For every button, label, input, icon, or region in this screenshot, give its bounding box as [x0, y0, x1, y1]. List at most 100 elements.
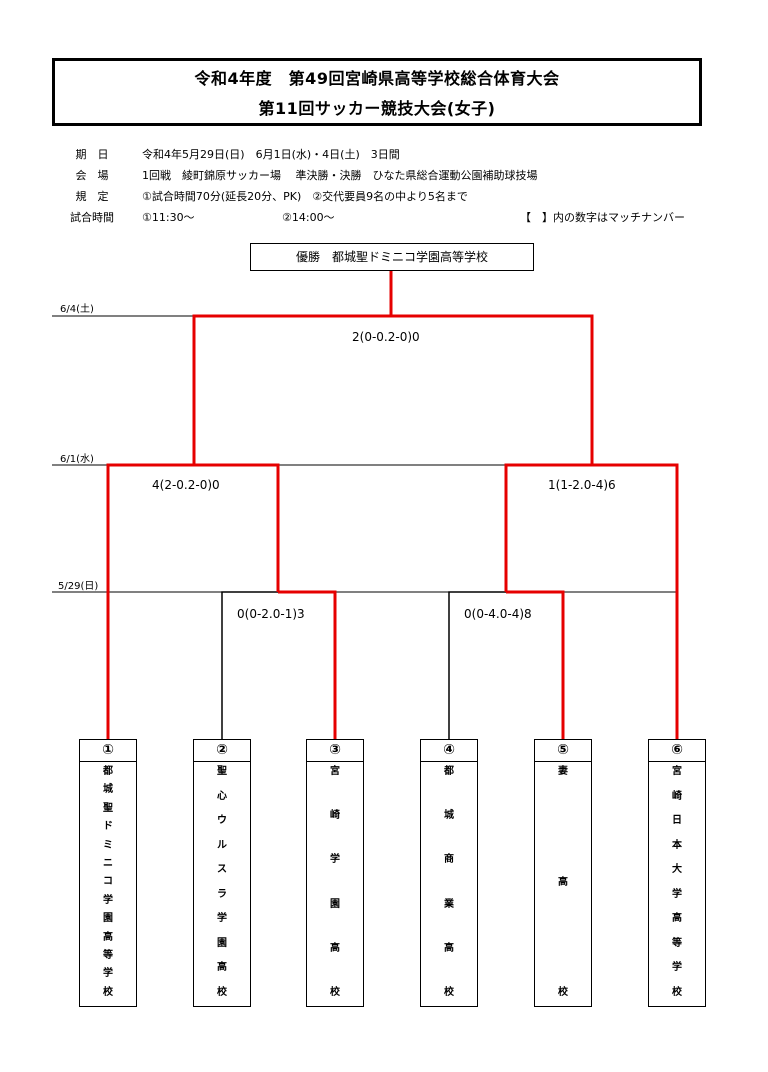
- rules-value: ①試合時間70分(延長20分、PK) ②交代要員9名の中より5名まで: [142, 190, 468, 203]
- team-name-char: 心: [217, 790, 227, 802]
- team-name: 宮崎学園高校: [307, 762, 363, 1001]
- team-name-char: 学: [217, 913, 227, 925]
- team-name-char: 園: [103, 913, 113, 925]
- team-name-char: 校: [217, 986, 227, 998]
- team-name-char: 都: [103, 766, 113, 777]
- info-block: 期 日 令和4年5月29日(日) 6月1日(水)・4日(土) 3日間 会 場 1…: [62, 144, 712, 228]
- semi2-bar: [504, 463, 679, 739]
- tournament-title: 令和4年度 第49回宮崎県高等学校総合体育大会: [194, 69, 560, 88]
- team-name-char: 高: [330, 942, 340, 954]
- info-row-rules: 規 定 ①試合時間70分(延長20分、PK) ②交代要員9名の中より5名まで: [62, 186, 712, 207]
- info-row-period: 期 日 令和4年5月29日(日) 6月1日(水)・4日(土) 3日間: [62, 144, 712, 165]
- team-number: ⑤: [535, 740, 591, 762]
- team-name-char: 園: [330, 898, 340, 910]
- team-number: ④: [421, 740, 477, 762]
- team-name-char: 本: [672, 839, 682, 851]
- team-name-char: ニ: [103, 858, 113, 870]
- team-name-char: 高: [444, 942, 454, 954]
- loser-lines: [221, 591, 506, 739]
- date-final: 6/4(土): [60, 304, 94, 315]
- venue-value: 1回戦 綾町錦原サッカー場 準決勝・決勝 ひなた県総合運動公園補助球技場: [142, 169, 538, 182]
- team-name-char: 等: [672, 937, 682, 949]
- team-name-char: 高: [558, 876, 568, 888]
- team-number: ③: [307, 740, 363, 762]
- team-name-char: 聖: [217, 766, 227, 777]
- team-name-char: 崎: [330, 810, 340, 822]
- period-label: 期 日: [75, 148, 109, 161]
- r1a-bar: [278, 590, 337, 739]
- team-name-char: 高: [217, 962, 227, 974]
- time-label: 試合時間: [70, 211, 114, 224]
- team-name-char: 商: [444, 854, 454, 866]
- team-name-char: 大: [672, 864, 682, 876]
- team-name: 妻高校: [535, 762, 591, 1001]
- team-name: 宮崎日本大学高等学校: [649, 762, 705, 1001]
- team-name-char: 園: [217, 937, 227, 949]
- team-number: ⑥: [649, 740, 705, 762]
- team-name-char: 妻: [558, 766, 568, 777]
- team-name-char: 学: [103, 894, 113, 906]
- winner-path: [106, 271, 679, 739]
- score-semi2: 1(1-2.0-4)6: [548, 478, 616, 492]
- title-box: 令和4年度 第49回宮崎県高等学校総合体育大会 第11回サッカー競技大会(女子): [52, 58, 702, 126]
- date-first: 5/29(日): [58, 581, 99, 592]
- team-name-char: 崎: [672, 790, 682, 802]
- team-name-char: 学: [672, 962, 682, 974]
- team-number: ①: [80, 740, 136, 762]
- match-number-note: 【 】内の数字はマッチナンバー: [520, 211, 685, 224]
- semi1-bar: [106, 463, 280, 739]
- team-name-char: 校: [444, 986, 454, 998]
- team-name-char: 高: [103, 931, 113, 943]
- team-name: 都城商業高校: [421, 762, 477, 1001]
- team2-branch: [221, 591, 278, 739]
- team-name-char: 等: [103, 950, 113, 962]
- team-name-char: 学: [103, 968, 113, 980]
- team-name-char: 業: [444, 898, 454, 910]
- team-name-char: 宮: [672, 766, 682, 777]
- time-value-2: ②14:00～: [282, 211, 335, 224]
- score-r1-a: 0(0-2.0-1)3: [237, 607, 305, 621]
- date-lines: [52, 315, 677, 593]
- team-name-char: 宮: [330, 766, 340, 777]
- info-row-venue: 会 場 1回戦 綾町錦原サッカー場 準決勝・決勝 ひなた県総合運動公園補助球技場: [62, 165, 712, 186]
- team-name-char: 日: [672, 815, 682, 827]
- time-value-1: ①11:30～: [142, 211, 195, 224]
- team-name-char: ド: [103, 821, 113, 833]
- team-name-char: 校: [103, 986, 113, 998]
- venue-label: 会 場: [75, 169, 109, 182]
- team-name-char: 校: [558, 987, 568, 998]
- info-row-time: 試合時間 ①11:30～ ②14:00～ 【 】内の数字はマッチナンバー: [62, 207, 712, 228]
- team-name-char: 高: [672, 913, 682, 925]
- team-name-char: ミ: [103, 839, 113, 851]
- score-final: 2(0-0.2-0)0: [352, 330, 420, 344]
- final-bar: [192, 314, 594, 465]
- team-name-char: 聖: [103, 802, 113, 814]
- date-semi: 6/1(水): [60, 454, 94, 465]
- team-name: 都城聖ドミニコ学園高等学校: [80, 762, 136, 1001]
- period-value: 令和4年5月29日(日) 6月1日(水)・4日(土) 3日間: [142, 148, 400, 161]
- team-name-char: 城: [444, 810, 454, 822]
- score-semi1: 4(2-0.2-0)0: [152, 478, 220, 492]
- team-name-char: 城: [103, 784, 113, 796]
- team-name-char: 校: [672, 986, 682, 998]
- team-name-char: 学: [672, 888, 682, 900]
- team-name-char: コ: [103, 876, 113, 888]
- team-name-char: 学: [330, 854, 340, 866]
- rules-label: 規 定: [75, 190, 109, 203]
- team-name-char: 校: [330, 986, 340, 998]
- winner-box: 優勝 都城聖ドミニコ学園高等学校: [250, 243, 534, 271]
- team-name-char: ラ: [217, 888, 227, 900]
- score-r1-b: 0(0-4.0-4)8: [464, 607, 532, 621]
- competition-title: 第11回サッカー競技大会(女子): [258, 99, 496, 118]
- team-name-char: ル: [217, 839, 227, 851]
- team-name-char: 都: [444, 766, 454, 777]
- team-name-char: ウ: [217, 815, 227, 827]
- team-number: ②: [194, 740, 250, 762]
